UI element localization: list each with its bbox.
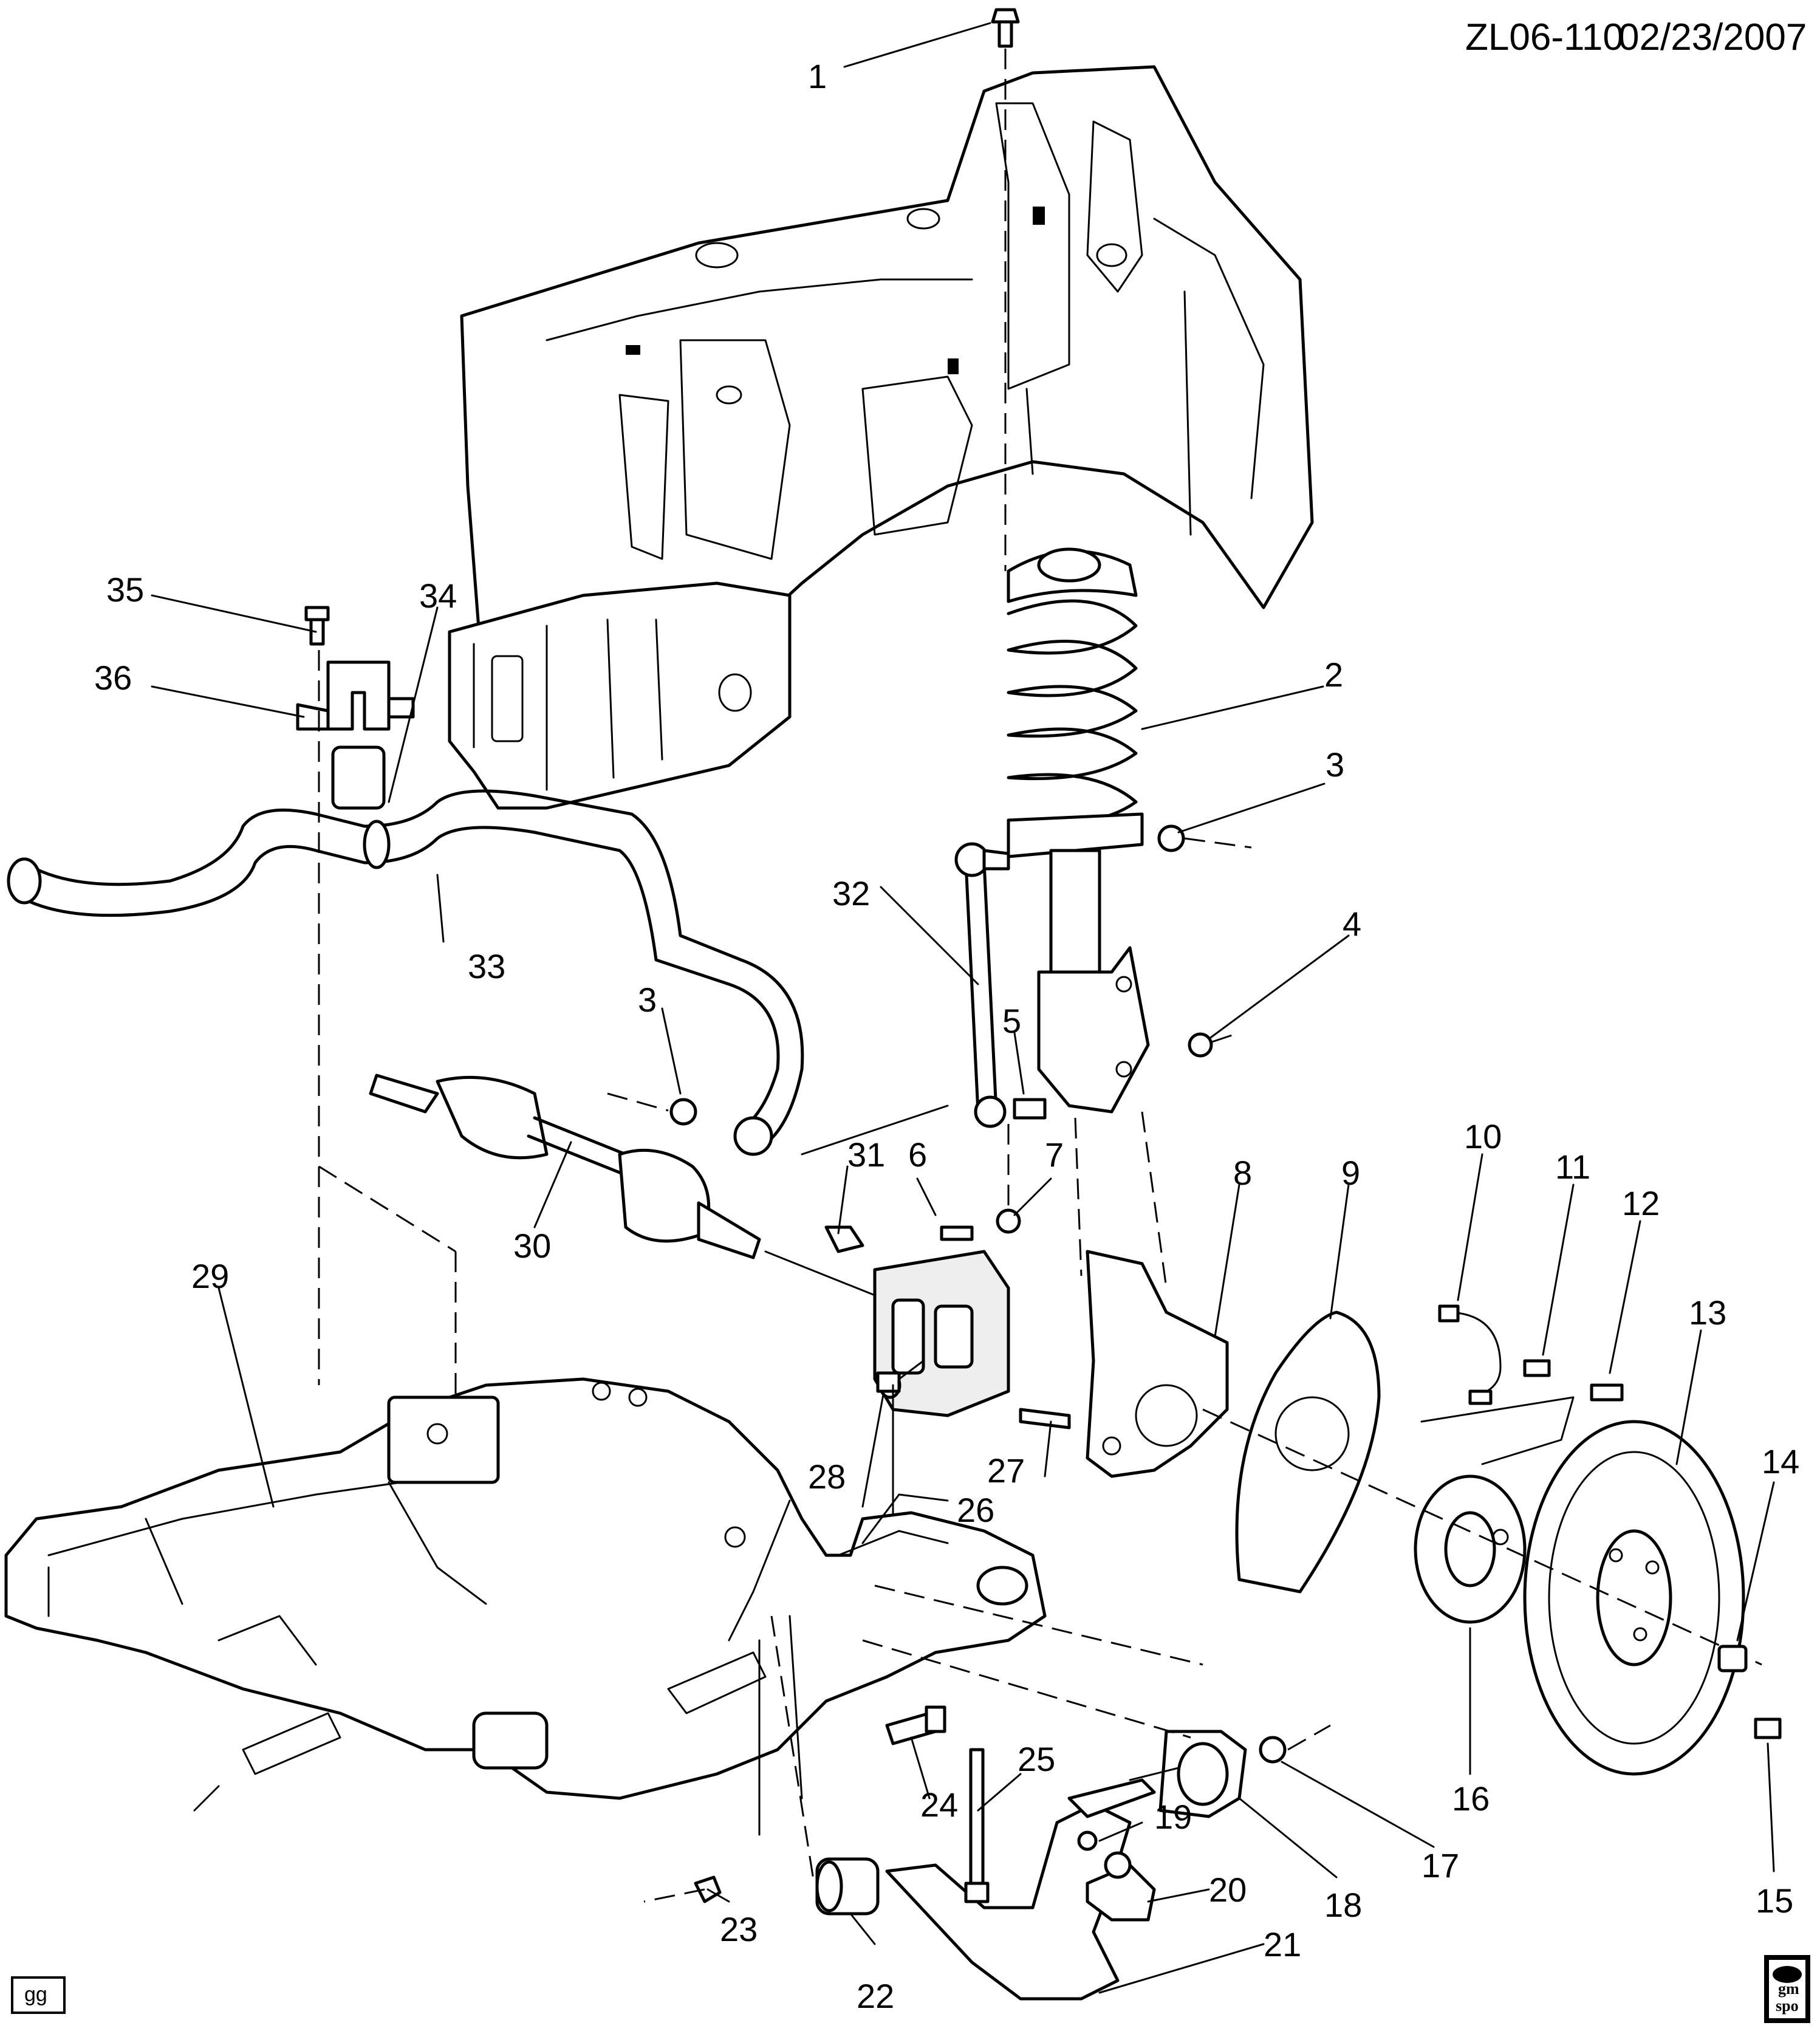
control-arm-bushing	[1158, 1730, 1287, 1818]
callout-9: 9	[1341, 1154, 1360, 1192]
callout-19: 19	[1154, 1798, 1192, 1836]
bolt-12	[1590, 1383, 1624, 1402]
callout-29: 29	[191, 1257, 229, 1295]
gm-spo-logo: gm spo	[1764, 1955, 1810, 2023]
callout-26: 26	[957, 1491, 994, 1529]
hardware-nuts	[669, 824, 1213, 1126]
callout-6: 6	[908, 1135, 927, 1174]
callout-4: 4	[1343, 905, 1361, 943]
logo-spo: spo	[1776, 1997, 1799, 2015]
callout-32: 32	[832, 874, 870, 913]
callout-16: 16	[1452, 1779, 1490, 1818]
callout-18: 18	[1324, 1886, 1362, 1924]
callout-24: 24	[920, 1786, 958, 1824]
body-structure	[448, 65, 1314, 810]
callout-28: 28	[808, 1457, 846, 1496]
callout-33: 33	[468, 947, 505, 985]
callout-22: 22	[857, 1977, 894, 2015]
diagram-code: ZL06-110	[1465, 16, 1624, 58]
callout-31: 31	[847, 1135, 885, 1174]
illustrator-tag: gg	[24, 1983, 47, 2006]
callout-25: 25	[1018, 1740, 1055, 1778]
nut-14	[1717, 1645, 1748, 1673]
brake-rotor	[1523, 1420, 1745, 1776]
bolt-11	[1523, 1359, 1551, 1377]
stabilizer-bar	[7, 789, 804, 1156]
callout-34: 34	[419, 577, 457, 615]
callout-5: 5	[1002, 1002, 1021, 1040]
callout-30: 30	[513, 1227, 551, 1265]
callout-3-b: 3	[638, 981, 657, 1019]
callout-13: 13	[1689, 1293, 1726, 1332]
callout-14: 14	[1762, 1442, 1799, 1481]
callout-2: 2	[1324, 656, 1343, 694]
misc-bolts	[694, 1208, 1071, 1903]
control-arm-bushing-rear	[815, 1857, 880, 1916]
stabilizer-link	[954, 842, 1010, 1128]
bolt-1	[991, 8, 1020, 48]
wheel-hub	[1414, 1474, 1527, 1624]
wheel-speed-sensor	[1438, 1304, 1502, 1405]
brake-caliper	[873, 1250, 1010, 1417]
callout-7: 7	[1045, 1135, 1064, 1174]
callout-21: 21	[1264, 1925, 1301, 1964]
callout-10: 10	[1464, 1117, 1502, 1156]
callout-11: 11	[1555, 1148, 1590, 1186]
engine-cradle	[4, 1377, 1203, 1812]
callout-8: 8	[1233, 1154, 1252, 1192]
stud-15	[1754, 1717, 1782, 1739]
illustrator-tag-box: gg	[11, 1976, 66, 2014]
steering-knuckle	[1086, 1250, 1229, 1478]
callout-3: 3	[1326, 745, 1344, 784]
ball-joint	[1077, 1830, 1156, 1922]
drive-axle	[369, 1074, 761, 1259]
callout-labels: 1 2 3 3 4 5 6 7 8 9 10 11 12 13 14 15 16…	[94, 57, 1799, 2015]
callout-12: 12	[1622, 1184, 1660, 1222]
splash-shield	[1235, 1310, 1381, 1594]
callout-23: 23	[720, 1910, 758, 1948]
strut-assembly	[1007, 547, 1150, 1114]
callout-36: 36	[94, 659, 132, 697]
callout-17: 17	[1421, 1846, 1459, 1885]
stabilizer-bushing-and-clamp	[296, 606, 415, 810]
callout-15: 15	[1756, 1882, 1793, 1920]
leader-lines	[151, 22, 1775, 1994]
callout-35: 35	[106, 570, 144, 609]
callout-1: 1	[808, 57, 827, 95]
logo-gm: gm	[1778, 1980, 1799, 1998]
diagram-date: 02/23/2007	[1618, 16, 1807, 58]
callout-20: 20	[1209, 1871, 1247, 1909]
callout-27: 27	[987, 1451, 1025, 1490]
